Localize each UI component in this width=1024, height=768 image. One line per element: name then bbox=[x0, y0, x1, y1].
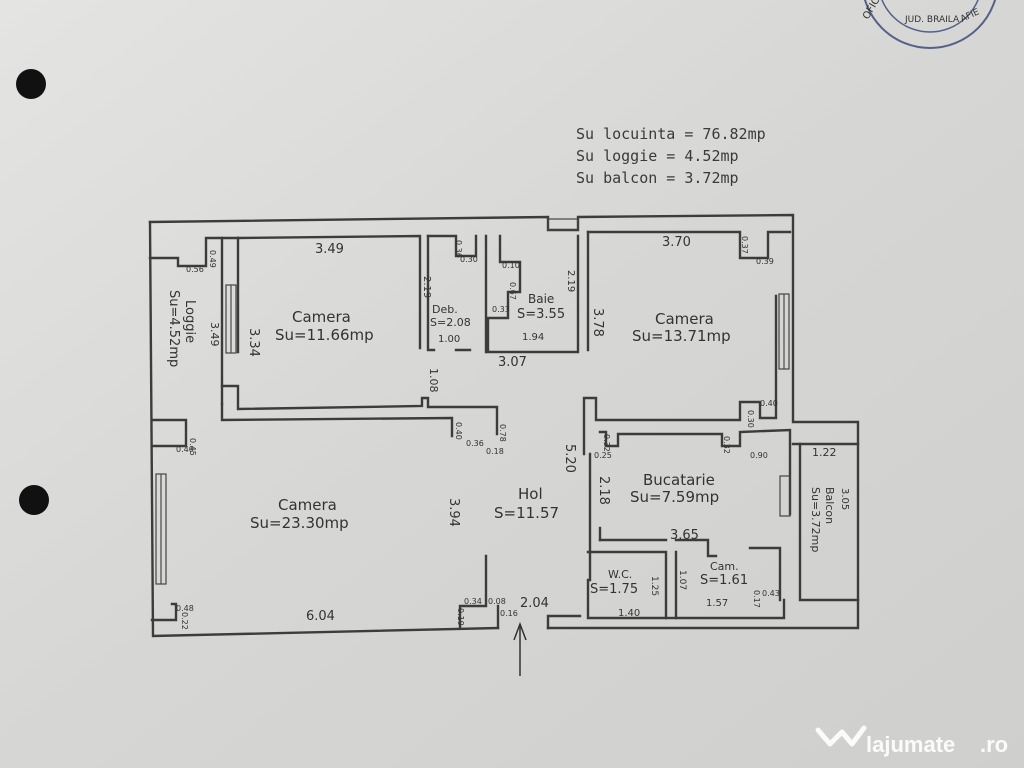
dim-small-067: 0.67 bbox=[508, 282, 517, 300]
dim-wc-width: 1.40 bbox=[618, 608, 640, 619]
dim-small-032a: 0.32 bbox=[602, 434, 611, 452]
camera1-name: Camera bbox=[292, 308, 351, 326]
dim-entrance-width: 2.04 bbox=[520, 596, 549, 611]
dim-small-036b: 0.36 bbox=[466, 439, 484, 448]
dim-small-025: 0.25 bbox=[594, 451, 612, 460]
cam-name: Cam. bbox=[710, 560, 739, 573]
summary-living-area: Su locuinta = 76.82mp bbox=[576, 125, 766, 143]
dim-camera1-width: 3.49 bbox=[315, 242, 344, 257]
dim-small-036: 0.36 bbox=[454, 240, 463, 258]
dim-small-022: 0.22 bbox=[180, 612, 189, 630]
dim-small-049: 0.49 bbox=[208, 250, 217, 268]
lajumate-logo-icon bbox=[815, 725, 867, 747]
dim-camera3-height: 3.94 bbox=[446, 498, 461, 527]
cam-area: S=1.61 bbox=[700, 573, 748, 588]
dim-small-090: 0.90 bbox=[750, 451, 768, 460]
loggie-name: Loggie bbox=[182, 300, 197, 343]
dim-kitchen-width: 3.65 bbox=[670, 528, 699, 543]
small-dimension-labels: 0.49 0.56 0.36 0.30 0.10 0.67 0.33 0.37 … bbox=[176, 236, 780, 630]
dim-deb-width: 1.00 bbox=[438, 334, 460, 345]
dim-small-034: 0.34 bbox=[464, 597, 482, 606]
dim-small-056: 0.56 bbox=[186, 265, 204, 274]
summary-loggia-area: Su loggie = 4.52mp bbox=[576, 147, 739, 165]
dim-small-008: 0.08 bbox=[488, 597, 506, 606]
dim-small-030a: 0.30 bbox=[460, 255, 478, 264]
balcon-name: Balcon bbox=[823, 487, 836, 524]
camera3-name: Camera bbox=[278, 496, 337, 514]
dim-small-017: 0.17 bbox=[752, 590, 761, 608]
watermark-suffix: .ro bbox=[980, 732, 1008, 757]
binder-hole-bottom bbox=[19, 485, 49, 515]
dim-small-078: 0.78 bbox=[498, 424, 507, 442]
dim-cam-width: 1.57 bbox=[706, 598, 728, 609]
dim-hall-length: 5.20 bbox=[562, 444, 577, 473]
dim-camera3-width: 6.04 bbox=[306, 609, 335, 624]
deb-name: Deb. bbox=[432, 303, 458, 316]
dim-small-030b: 0.30 bbox=[746, 410, 755, 428]
dim-balcony-width: 1.22 bbox=[812, 446, 837, 459]
dim-balcony-length: 3.05 bbox=[839, 488, 850, 510]
camera3-area: Su=23.30mp bbox=[250, 514, 349, 532]
deb-area: S=2.08 bbox=[430, 316, 471, 329]
dim-small-018: 0.18 bbox=[486, 447, 504, 456]
dim-small-019: 0.19 bbox=[456, 608, 465, 626]
dim-baie-width: 1.94 bbox=[522, 332, 544, 343]
watermark: lajumate .ro bbox=[815, 725, 1008, 757]
dimension-labels: 3.49 3.34 3.49 2.19 1.00 1.08 3.07 1.94 … bbox=[208, 235, 850, 624]
baie-name: Baie bbox=[528, 292, 554, 306]
dim-cam-height: 1.07 bbox=[677, 570, 687, 590]
dim-small-016: 0.16 bbox=[500, 609, 518, 618]
loggie-area: Su=4.52mp bbox=[166, 290, 181, 367]
dim-deb-door: 1.08 bbox=[427, 368, 440, 393]
dim-small-032b: 0.32 bbox=[722, 436, 731, 454]
dim-deb-height: 2.19 bbox=[421, 276, 432, 298]
dim-small-037: 0.37 bbox=[740, 236, 749, 254]
dim-small-048: 0.48 bbox=[176, 604, 194, 613]
dim-small-040b: 0.40 bbox=[454, 422, 463, 440]
area-summary: Su locuinta = 76.82mp Su loggie = 4.52mp… bbox=[576, 125, 766, 187]
dim-baie-height: 2.19 bbox=[565, 270, 576, 292]
dim-wc-height: 1.25 bbox=[649, 576, 659, 596]
entrance-arrow-icon bbox=[513, 621, 527, 676]
wc-name: W.C. bbox=[608, 568, 632, 581]
dim-kitchen-height: 2.18 bbox=[596, 476, 611, 505]
hol-area: S=11.57 bbox=[494, 504, 559, 522]
dim-camera1-height: 3.34 bbox=[246, 328, 261, 357]
camera2-area: Su=13.71mp bbox=[632, 327, 731, 345]
room-labels: Camera Su=11.66mp Deb. S=2.08 Baie S=3.5… bbox=[166, 290, 836, 597]
wc-area: S=1.75 bbox=[590, 582, 638, 597]
camera1-area: Su=11.66mp bbox=[275, 326, 374, 344]
dim-hall-upper-width: 3.07 bbox=[498, 355, 527, 370]
balcon-area: Su=3.72mp bbox=[809, 487, 822, 552]
dim-small-039: 0.39 bbox=[756, 257, 774, 266]
stamp-text-2: JUD. BRAILA bbox=[904, 15, 960, 25]
hol-name: Hol bbox=[518, 485, 543, 503]
dim-camera2-width: 3.70 bbox=[662, 235, 691, 250]
summary-balcony-area: Su balcon = 3.72mp bbox=[576, 169, 739, 187]
baie-area: S=3.55 bbox=[517, 307, 565, 322]
dim-camera2-height: 3.78 bbox=[590, 308, 605, 337]
windows bbox=[155, 218, 791, 585]
dim-small-045a: 0.45 bbox=[188, 438, 197, 456]
binder-hole-top bbox=[16, 69, 46, 99]
watermark-brand: lajumate bbox=[866, 732, 955, 757]
bucatarie-name: Bucatarie bbox=[643, 471, 715, 489]
dim-small-043: 0.43 bbox=[762, 589, 780, 598]
camera2-name: Camera bbox=[655, 310, 714, 328]
dim-small-040a: 0.40 bbox=[176, 445, 194, 454]
dim-loggie-height: 3.49 bbox=[208, 322, 221, 347]
dim-small-040c: 0.40 bbox=[760, 399, 778, 408]
bucatarie-area: Su=7.59mp bbox=[630, 488, 719, 506]
dim-small-010: 0.10 bbox=[502, 261, 520, 270]
dim-small-033: 0.33 bbox=[492, 305, 510, 314]
